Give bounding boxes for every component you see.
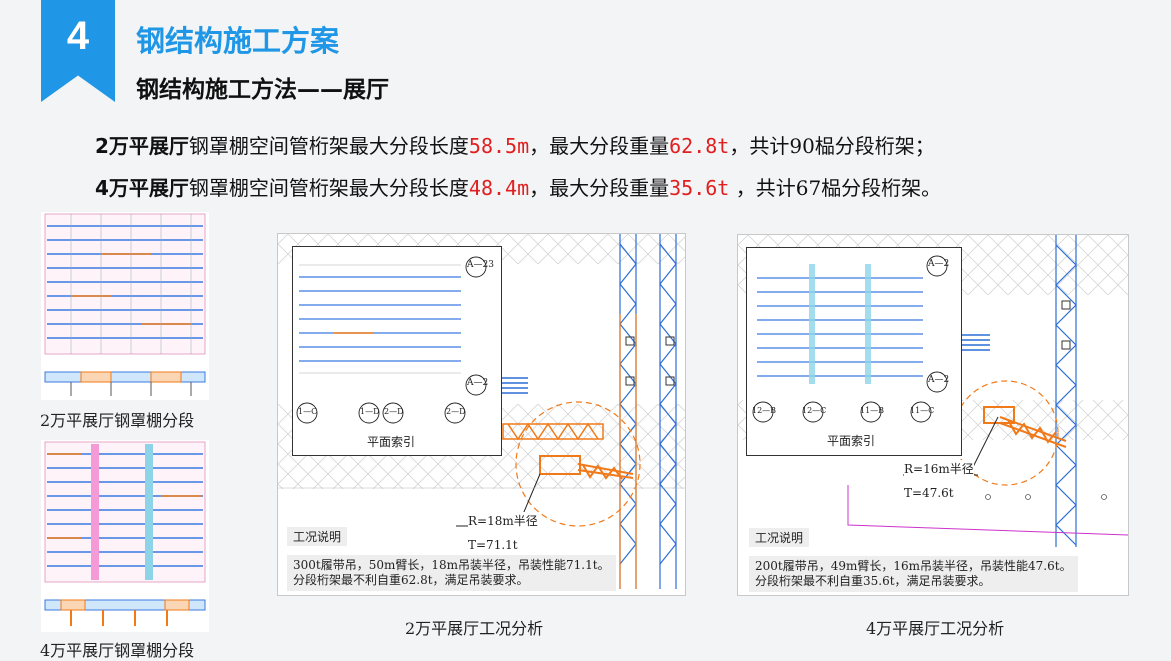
segment-drawing (44, 213, 206, 396)
condition-note: 200t履带吊，49m臂长，16m吊装半径，吊装性能47.6t。 分段桁架最不利… (749, 556, 1078, 592)
line-text: ，共计90榀分段桁架； (729, 134, 935, 158)
ref-marker: 2—D (446, 407, 466, 416)
ref-marker: A—23 (467, 260, 494, 270)
ref-marker: 1—C (298, 407, 318, 416)
condition-panel-20k: A—23 A—2 1—C 1—D 2—D 2—D 平面索引 R=18m半径 T=… (277, 233, 686, 596)
note-header: 工况说明 (749, 528, 810, 547)
ref-marker: 12—C (802, 406, 827, 415)
plan-index-drawing (752, 255, 948, 423)
ref-marker: 2—D (384, 407, 404, 416)
plan-index-inset: A—23 A—2 1—C 1—D 2—D 2—D 平面索引 (292, 246, 502, 456)
max-length: 48.4m (468, 176, 530, 200)
lift-radius: R=18m半径 (468, 512, 538, 529)
thumbnail-caption: 2万平展厅钢罩棚分段 (40, 411, 195, 430)
note-header: 工况说明 (287, 527, 348, 546)
plan-index-title: 平面索引 (827, 434, 876, 448)
plan-index-title: 平面索引 (367, 435, 416, 449)
condition-note: 300t履带吊，50m臂长，18m吊装半径，吊装性能71.1t。 分段桁架最不利… (287, 555, 616, 591)
plan-index-drawing (296, 256, 487, 424)
max-weight: 35.6t (669, 176, 730, 200)
section-number: 4 (66, 14, 90, 58)
hall-name: 2万平展厅 (95, 134, 189, 158)
ref-marker: 11—C (910, 406, 935, 415)
panel-caption: 4万平展厅工况分析 (866, 619, 1005, 638)
plan-index-inset: A—2 A—2 12—B 12—C 11—B 11—C 平面索引 (746, 247, 962, 456)
thumbnail-caption: 4万平展厅钢罩棚分段 (40, 641, 195, 660)
note-line: 分段桁架最不利自重62.8t，满足吊装要求。 (293, 573, 529, 587)
line-text: ，最大分段重量 (529, 134, 670, 158)
line-text: 钢罩棚空间管桁架最大分段长度 (188, 176, 469, 200)
condition-panel-40k: A—2 A—2 12—B 12—C 11—B 11—C 平面索引 R=16m半径… (737, 234, 1129, 596)
thumbnail-20k-hall (41, 212, 209, 400)
note-line: 分段桁架最不利自重35.6t，满足吊装要求。 (755, 574, 991, 588)
line-text: ，最大分段重量 (529, 176, 670, 200)
ref-marker: 1—D (360, 407, 380, 416)
thumbnail-40k-hall (41, 440, 209, 632)
ref-marker: A—2 (928, 259, 950, 269)
lift-capacity: T=47.6t (904, 486, 954, 500)
summary-line-2: 4万平展厅钢罩棚空间管桁架最大分段长度48.4m，最大分段重量35.6t ，共计… (95, 172, 941, 201)
ref-marker: A—2 (467, 378, 489, 388)
ref-marker: 12—B (752, 406, 777, 415)
max-weight: 62.8t (669, 134, 730, 158)
line-text: 钢罩棚空间管桁架最大分段长度 (188, 134, 469, 158)
page-title: 钢结构施工方案 (136, 24, 340, 58)
page-subtitle: 钢结构施工方法——展厅 (136, 77, 389, 103)
segment-drawing (44, 441, 206, 626)
line-text: ，共计67榀分段桁架。 (729, 176, 942, 200)
lift-radius: R=16m半径 (904, 460, 974, 477)
summary-line-1: 2万平展厅钢罩棚空间管桁架最大分段长度58.5m，最大分段重量62.8t，共计9… (95, 130, 935, 159)
section-badge: 4 (41, 0, 115, 102)
lift-capacity: T=71.1t (468, 538, 518, 552)
max-length: 58.5m (468, 134, 530, 158)
note-line: 300t履带吊，50m臂长，18m吊装半径，吊装性能71.1t。 (293, 558, 610, 572)
hall-name: 4万平展厅 (95, 176, 189, 200)
ref-marker: A—2 (928, 375, 950, 385)
note-line: 200t履带吊，49m臂长，16m吊装半径，吊装性能47.6t。 (755, 559, 1072, 573)
ref-marker: 11—B (860, 406, 885, 415)
panel-caption: 2万平展厅工况分析 (405, 619, 544, 638)
